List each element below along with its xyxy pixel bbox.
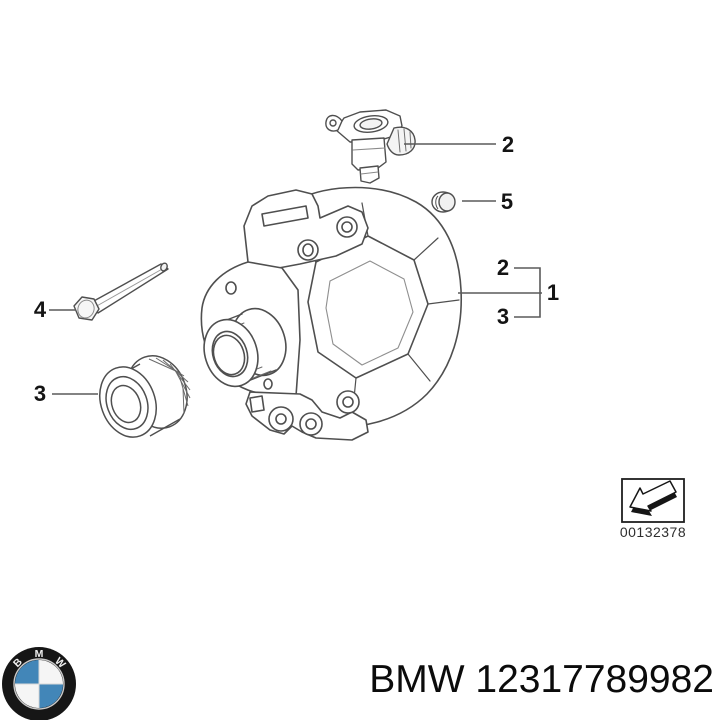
alternator-hub [203, 307, 287, 388]
alternator-ear-hole-2 [341, 221, 353, 233]
leader-lines [49, 143, 542, 395]
roundel-quadrant-bl [15, 684, 39, 708]
cap-nut-drawing [431, 191, 456, 213]
bracket-lines [514, 267, 541, 318]
alternator-top-lug-slot [261, 205, 309, 227]
alternator-top-lug [243, 189, 369, 271]
pulley-drawing [99, 355, 191, 438]
callout-group-top: 2 [496, 255, 510, 280]
callout-regulator: 2 [501, 132, 515, 157]
roundel-letter-m: M [35, 648, 44, 660]
alternator-drawing [200, 186, 463, 441]
bolt-shaft [91, 263, 169, 314]
regulator-foot [359, 165, 380, 184]
roundel-quadrant-tl [15, 660, 39, 684]
direction-arrow-icon [629, 480, 677, 512]
regulator-connector [386, 126, 416, 156]
callout-cap-nut: 5 [500, 189, 514, 214]
pulley-ribs [148, 357, 191, 415]
image-ref-box [621, 478, 685, 523]
image-reference-code: 00132378 [619, 524, 687, 540]
alternator-ear-hole-1 [302, 243, 314, 257]
alternator-foot-hole-3 [342, 396, 354, 408]
alternator-bracket-hole [225, 281, 237, 295]
callout-group-bottom: 3 [496, 304, 510, 329]
alternator-foot-slot [249, 395, 265, 413]
alternator-foot-hole-2 [305, 418, 317, 430]
callout-pulley: 3 [33, 381, 47, 406]
bolt-drawing [73, 262, 169, 321]
regulator-body [351, 137, 387, 171]
part-number-caption: BMW 12317789982 [369, 658, 714, 701]
alternator-facet-inner [325, 260, 414, 366]
voltage-regulator-drawing [325, 109, 416, 184]
roundel-quadrant-br [39, 684, 63, 708]
roundel-quadrant-tr [39, 660, 63, 684]
callout-assembly: 1 [546, 280, 560, 305]
bmw-roundel-logo: B M W [2, 647, 76, 720]
alternator-small-hole [263, 378, 273, 390]
alternator-foot-hole-1 [275, 413, 287, 425]
callout-bolt: 4 [33, 297, 47, 322]
